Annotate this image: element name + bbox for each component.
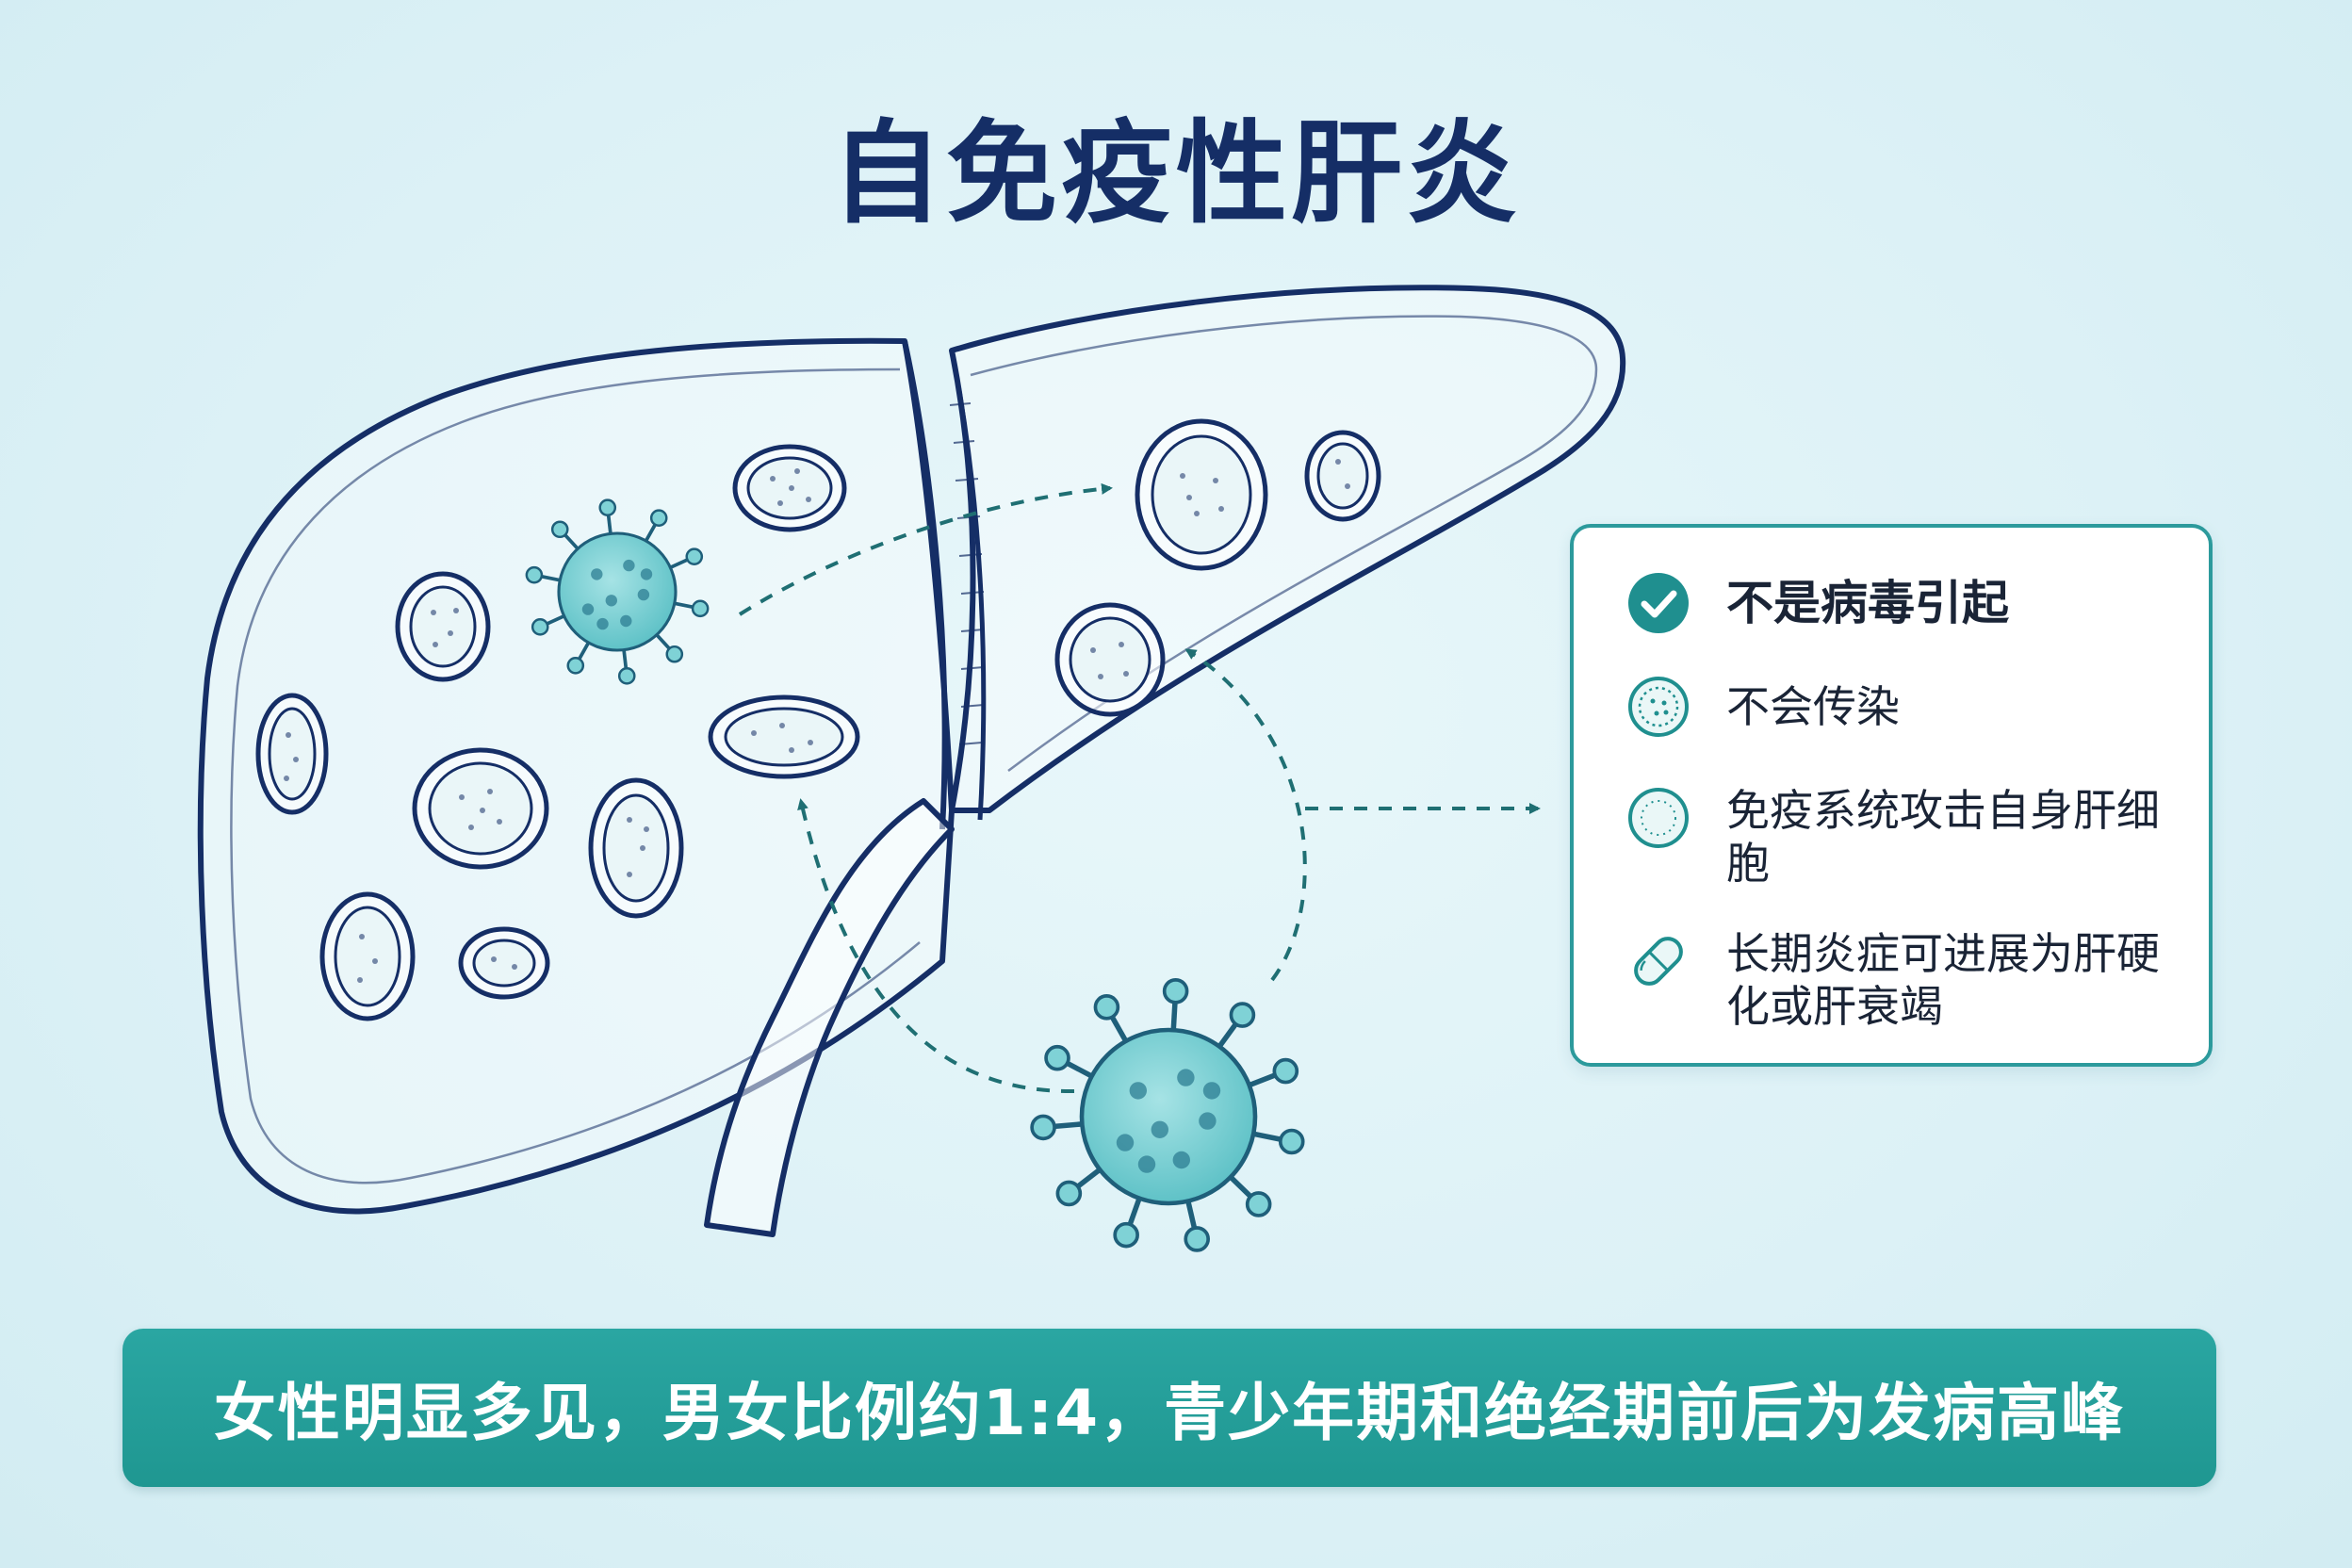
cell-outline-icon [1628, 788, 1689, 848]
banner-text: 女性明显多见，男女比例约1:4，青少年期和绝经期前后为发病高峰 [213, 1377, 2126, 1449]
liver-left-lobe [949, 285, 1626, 813]
dotted-cell-icon [1628, 677, 1689, 737]
info-item-text: 不会传染 [1726, 681, 1900, 732]
info-item-immune-attack: 免疫系统攻击自身肝细胞 [1625, 784, 2197, 890]
liver-cell [1304, 430, 1381, 522]
info-item-text: 免疫系统攻击自身肝细胞 [1726, 785, 2160, 889]
page-title: 自免疫性肝炎 [830, 108, 1521, 238]
info-item-progression: 长期炎症可进展为肝硬化或肝衰竭 [1625, 927, 2197, 1033]
info-item-text: 长期炎症可进展为肝硬化或肝衰竭 [1726, 928, 2160, 1032]
capsule-icon [1634, 937, 1683, 986]
info-item-not-viral: 不是病毒引起 [1625, 569, 2197, 637]
liver-cell [458, 926, 550, 1000]
liver-cell [395, 571, 491, 682]
virus-small-icon [525, 498, 710, 685]
liver-cell [1054, 602, 1166, 717]
info-card: 不是病毒引起 不会传染 免疫系统攻击自身肝细胞 长期炎症可进展为肝硬化或肝衰竭 [1570, 524, 2213, 1067]
info-item-not-contagious: 不会传染 [1625, 673, 2197, 741]
prevalence-banner: 女性明显多见，男女比例约1:4，青少年期和绝经期前后为发病高峰 [122, 1329, 2216, 1487]
virus-large-icon [1030, 978, 1305, 1252]
bile-duct [704, 798, 955, 1237]
info-item-text: 不是病毒引起 [1726, 576, 2009, 630]
liver-cell [588, 777, 684, 919]
liver-cell [1135, 418, 1268, 571]
check-circle-icon [1628, 573, 1689, 633]
liver-cell [255, 693, 329, 815]
liver-cell [319, 891, 416, 1021]
liver-cell [708, 694, 860, 779]
